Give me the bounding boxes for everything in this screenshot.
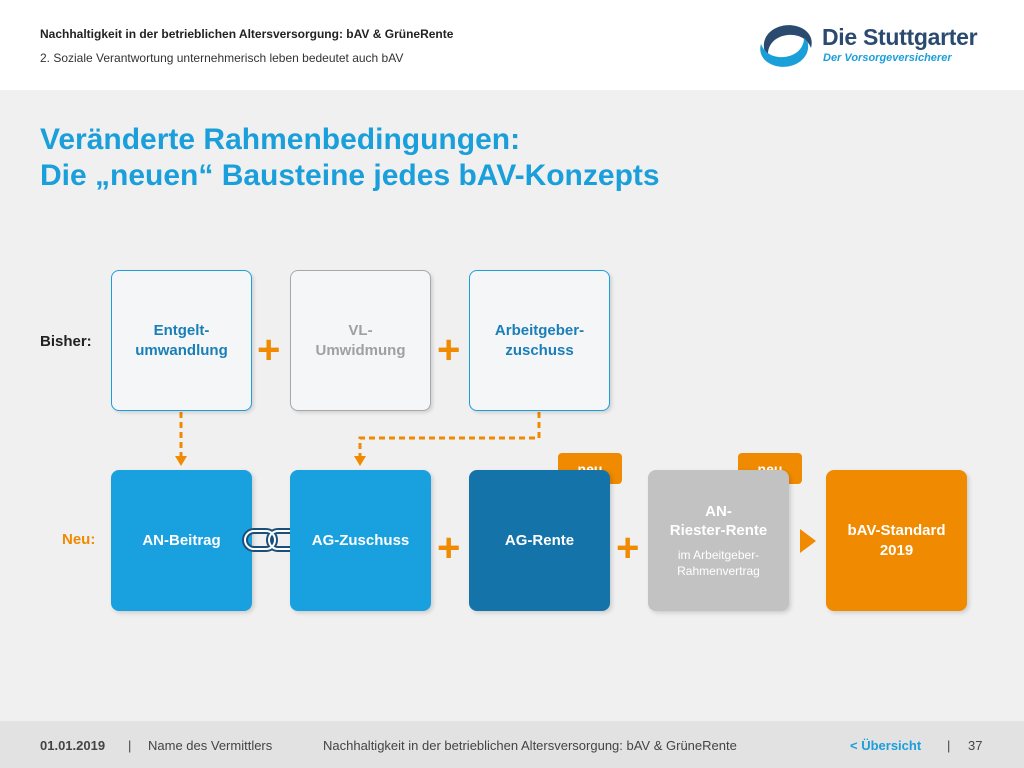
logo-name: Die Stuttgarter <box>822 24 978 50</box>
box-ag-rente: AG-Rente <box>469 470 610 611</box>
footer-separator: | <box>947 738 951 753</box>
box-label: AG-Zuschuss <box>311 531 410 549</box>
box-label-line2: umwandlung <box>135 341 228 359</box>
arrow-head-icon <box>175 456 187 466</box>
footer-topic: Nachhaltigkeit in der betrieblichen Alte… <box>323 738 737 753</box>
box-label: AG-Rente <box>504 531 575 549</box>
box-label: AN-Beitrag <box>142 531 221 549</box>
box-label-line1: AN- <box>705 502 732 520</box>
header-subtitle: 2. Soziale Verantwortung unternehmerisch… <box>40 51 404 65</box>
logo-swirl-icon <box>760 25 812 67</box>
header-title: Nachhaltigkeit in der betrieblichen Alte… <box>40 27 454 41</box>
logo-tagline: Der Vorsorgeversicherer <box>823 52 952 64</box>
box-label-line2: Umwidmung <box>315 341 406 359</box>
footer-date: 01.01.2019 <box>40 738 106 753</box>
page-number: 37 <box>968 738 983 753</box>
plus-icon: + <box>437 526 461 570</box>
box-entgeltumwandlung: Entgelt- umwandlung <box>111 270 252 411</box>
box-sublabel-line2: Rahmenvertrag <box>677 564 760 578</box>
box-vl-umwidmung: VL- Umwidmung <box>290 270 431 411</box>
slide-header: Nachhaltigkeit in der betrieblichen Alte… <box>0 0 1024 90</box>
slide-title-line1: Veränderte Rahmenbedingungen: <box>40 123 521 156</box>
overview-link[interactable]: < Übersicht <box>850 738 922 753</box>
box-sublabel-line1: im Arbeitgeber- <box>677 547 760 562</box>
plus-icon: + <box>616 526 640 570</box>
slide-title: Veränderte Rahmenbedingungen: Die „neuen… <box>40 122 660 194</box>
box-ag-zuschuss: AG-Zuschuss <box>290 470 431 611</box>
footer-agent-name: Name des Vermittlers <box>148 738 273 753</box>
arrow-head-icon <box>354 456 366 466</box>
slide-footer: 01.01.2019 | Name des Vermittlers Nachha… <box>0 721 1024 768</box>
box-sublabel: im Arbeitgeber- Rahmenvertrag <box>677 547 760 579</box>
box-an-riester-rente: AN- Riester-Rente im Arbeitgeber- Rahmen… <box>648 470 789 611</box>
box-an-beitrag: AN-Beitrag <box>111 470 252 611</box>
box-label-line1: VL- <box>348 322 373 339</box>
footer-separator: | <box>128 738 132 753</box>
box-label-line2: Riester-Rente <box>669 522 768 540</box>
box-bav-standard: bAV-Standard 2019 <box>826 470 967 611</box>
box-label-line1: Entgelt- <box>153 322 210 339</box>
box-label-line1: bAV-Standard <box>847 522 946 539</box>
arrow-right-icon <box>800 529 816 553</box>
box-label-line1: Arbeitgeber- <box>494 322 585 339</box>
company-logo: Die Stuttgarter Der Vorsorgeversicherer <box>756 18 996 74</box>
box-label-line2: zuschuss <box>505 341 574 359</box>
plus-icon: + <box>257 328 281 372</box>
row-label-bisher: Bisher: <box>40 333 92 350</box>
dashed-arrow-ag <box>358 412 541 456</box>
plus-icon: + <box>437 328 461 372</box>
slide-title-line2: Die „neuen“ Bausteine jedes bAV-Konzepts <box>40 159 660 192</box>
box-label-line2: 2019 <box>879 541 914 559</box>
row-label-neu: Neu: <box>62 531 96 548</box>
box-arbeitgeberzuschuss: Arbeitgeber- zuschuss <box>469 270 610 411</box>
